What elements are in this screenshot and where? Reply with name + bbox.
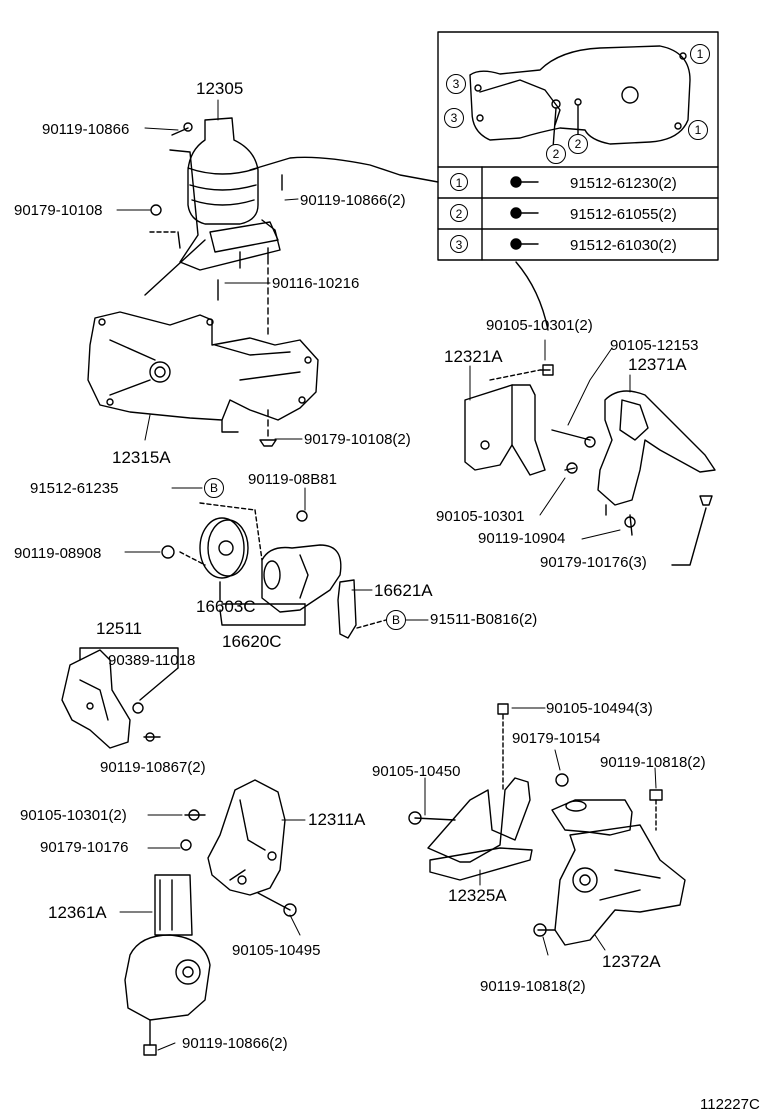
part-label-90119-08B81: 90119-08B81 (248, 471, 337, 488)
part-label-12325A: 12325A (448, 886, 507, 905)
inset-marker-1b: 1 (688, 120, 708, 140)
part-label-90105-10450: 90105-10450 (372, 763, 461, 780)
part-label-16621A: 16621A (374, 581, 433, 600)
leader-lines (116, 99, 657, 1051)
part-label-12315A: 12315A (112, 448, 171, 467)
marker-b-1: B (204, 478, 224, 498)
part-label-12371A: 12371A (628, 355, 687, 374)
part-label-12511: 12511 (96, 619, 143, 638)
inset-marker-3b: 3 (444, 108, 464, 128)
part-label-90179-10176-3: 90179-10176(3) (540, 554, 647, 571)
inset-marker-2b: 2 (568, 134, 588, 154)
part-label-90119-10866-2: 90119-10866(2) (300, 192, 406, 209)
part-label-16603C: 16603C (196, 597, 256, 616)
part-label-90119-10818-2a: 90119-10818(2) (600, 754, 706, 771)
part-label-12372A: 12372A (602, 952, 661, 971)
marker-b-2: B (386, 610, 406, 630)
bracket-12325A (408, 703, 533, 881)
mount-12321A-12371A (464, 364, 716, 566)
bolt-legend-table: 1 91512-61230(2) 2 91512-61055(2) 3 9151… (438, 167, 718, 260)
part-label-90119-08908: 90119-08908 (14, 545, 102, 562)
mount-12311A (180, 779, 297, 917)
legend-num: 3 (450, 235, 468, 253)
legend-part: 91512-61055(2) (570, 206, 677, 223)
part-label-91512-61235: 91512-61235 (30, 480, 119, 497)
mount-12361A (124, 874, 211, 1056)
part-label-90105-10301: 90105-10301 (436, 508, 525, 525)
part-label-90105-10495: 90105-10495 (232, 942, 321, 959)
legend-part: 91512-61230(2) (570, 175, 677, 192)
part-label-90116-10216: 90116-10216 (272, 275, 360, 292)
inset-marker-2a: 2 (546, 144, 566, 164)
mount-12305 (144, 117, 283, 336)
part-label-90179-10154: 90179-10154 (512, 730, 601, 747)
part-label-90389-11018: 90389-11018 (108, 652, 196, 669)
part-label-12305: 12305 (196, 79, 244, 98)
legend-num: 1 (450, 173, 468, 191)
part-label-12311A: 12311A (308, 810, 366, 829)
part-label-12361A: 12361A (48, 903, 107, 922)
part-label-90179-10108: 90179-10108 (14, 202, 103, 219)
inset-box (437, 31, 719, 261)
bracket-12315A (87, 311, 319, 447)
bracket-12511 (61, 647, 179, 749)
tensioner-assembly (161, 502, 387, 639)
part-label-90179-10176: 90179-10176 (40, 839, 129, 856)
legend-row: 2 91512-61055(2) (438, 198, 718, 229)
part-label-90179-10108-2: 90179-10108(2) (304, 431, 411, 448)
part-label-12321A: 12321A (444, 347, 503, 366)
part-label-90119-10904: 90119-10904 (478, 530, 566, 547)
part-label-90105-12153: 90105-12153 (610, 337, 699, 354)
legend-num: 2 (450, 204, 468, 222)
part-label-91511-B0816-2: 91511-B0816(2) (430, 611, 538, 628)
legend-part: 91512-61030(2) (570, 237, 677, 254)
part-label-90119-10867-2: 90119-10867(2) (100, 759, 206, 776)
legend-row: 1 91512-61230(2) (438, 167, 718, 198)
legend-row: 3 91512-61030(2) (438, 229, 718, 260)
figure-code: 112227C (700, 1096, 760, 1112)
part-label-90119-10866: 90119-10866 (42, 121, 130, 138)
part-label-16620C: 16620C (222, 632, 282, 651)
mount-12372A (533, 773, 686, 946)
part-label-90119-10866-2b: 90119-10866(2) (182, 1035, 288, 1052)
part-label-90105-10301-2b: 90105-10301(2) (20, 807, 127, 824)
inset-marker-3a: 3 (446, 74, 466, 94)
part-label-90105-10301-2: 90105-10301(2) (486, 317, 593, 334)
part-label-90105-10494-3: 90105-10494(3) (546, 700, 653, 717)
inset-marker-1a: 1 (690, 44, 710, 64)
part-label-90119-10818-2b: 90119-10818(2) (480, 978, 586, 995)
